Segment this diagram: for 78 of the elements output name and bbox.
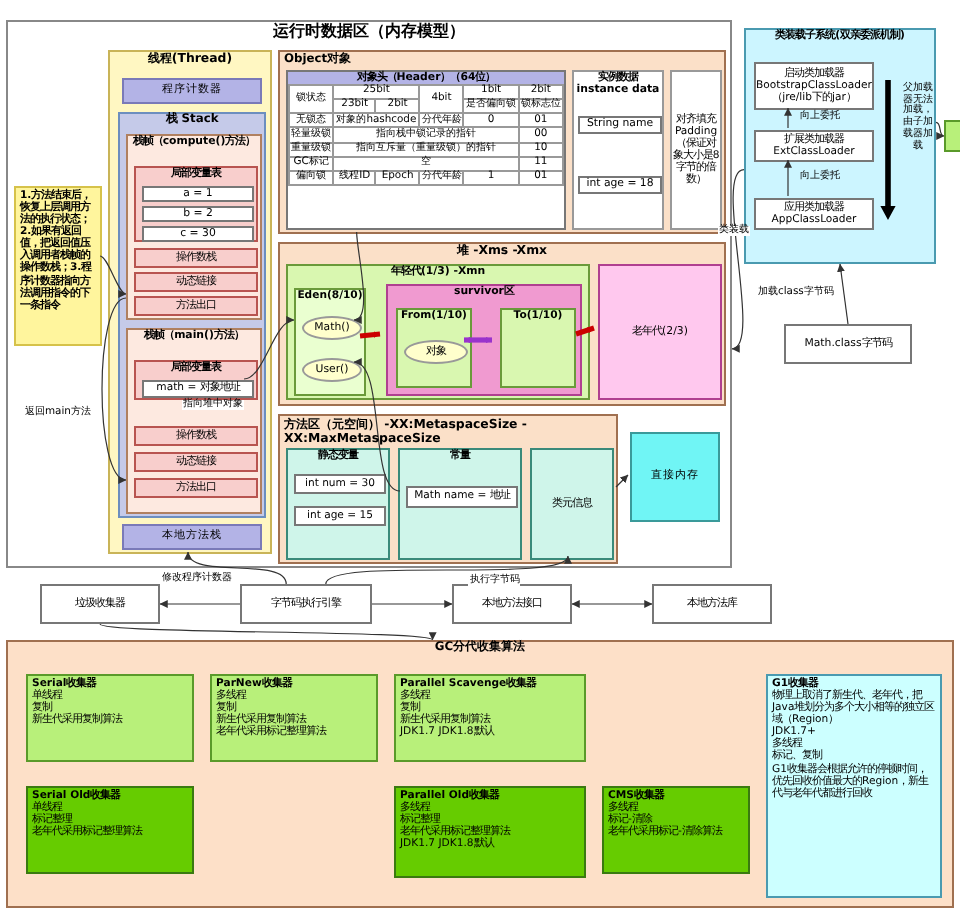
arrow: [99, 623, 434, 642]
arrow: [186, 551, 287, 585]
arrow: [837, 263, 849, 325]
variable-box: [142, 226, 254, 242]
memory-box: [134, 452, 258, 472]
field-box: [578, 116, 662, 134]
collector-box: [394, 786, 586, 878]
memory-box: [134, 296, 258, 316]
collector-box: [26, 786, 194, 874]
process-box: [240, 584, 372, 624]
object-panel: [278, 50, 726, 234]
memory-box: [134, 478, 258, 498]
class-info-box: [530, 448, 614, 560]
memory-box: [134, 426, 258, 446]
object-ellipse: [404, 340, 468, 364]
gc-panel: [6, 640, 954, 908]
arrow: [784, 107, 792, 129]
collector-box: [602, 786, 750, 874]
survivor-box: [386, 284, 582, 396]
arrow: [353, 360, 401, 492]
collector-box: [26, 674, 194, 762]
arrow: [99, 255, 127, 296]
memory-box: [134, 248, 258, 268]
field-box: [406, 486, 518, 508]
variable-box: [142, 206, 254, 222]
arrow: [784, 159, 792, 197]
variable-box: [142, 186, 254, 202]
arrow: [575, 325, 595, 337]
method-area-panel: [278, 414, 618, 564]
collector-box: [210, 674, 378, 762]
memory-box: [134, 272, 258, 292]
region-frame: [6, 20, 732, 568]
arrow: [731, 169, 745, 350]
arrow: [571, 600, 653, 608]
process-box: [40, 584, 160, 624]
process-box: [652, 584, 772, 624]
old-generation-box: [598, 264, 722, 400]
arrow: [159, 600, 241, 608]
memory-box: [122, 524, 262, 550]
survivor-space-box: [500, 308, 576, 388]
loader-box: [754, 130, 874, 162]
object-ellipse: [302, 358, 362, 382]
padding-box: [670, 70, 722, 230]
arrow: [935, 121, 945, 139]
thread-panel: [108, 50, 272, 554]
heap-panel: [278, 242, 726, 406]
variable-box: [142, 380, 254, 398]
arrow: [359, 331, 381, 339]
memory-box: [122, 78, 262, 104]
variable-table-box: [134, 360, 258, 400]
survivor-space-box: [396, 308, 472, 388]
constant-box: [398, 448, 522, 560]
collector-box: [766, 674, 942, 898]
collector-box: [394, 674, 586, 762]
process-box: [784, 324, 912, 364]
header-table: [286, 70, 566, 230]
static-variable-box: [286, 448, 390, 560]
stack-frame-box: [126, 134, 262, 320]
process-box: [452, 584, 572, 624]
instance-data-box: [572, 70, 664, 230]
direct-memory-box: [630, 432, 720, 522]
field-box: [578, 176, 662, 194]
field-box: [294, 506, 386, 526]
stack-frame-box: [126, 328, 262, 514]
stack-panel: [118, 112, 266, 518]
object-ellipse: [302, 316, 362, 340]
eden-box: [294, 288, 366, 396]
young-generation-box: [286, 264, 590, 400]
arrow: [353, 231, 365, 322]
sticky-note: [14, 186, 102, 346]
loader-box: [754, 198, 874, 230]
arrow: [615, 474, 629, 488]
arrow: [371, 600, 453, 608]
arrow: [463, 336, 493, 344]
variable-table-box: [134, 166, 258, 242]
arrow: [325, 555, 569, 585]
arrow: [101, 297, 127, 481]
field-box: [294, 474, 386, 494]
